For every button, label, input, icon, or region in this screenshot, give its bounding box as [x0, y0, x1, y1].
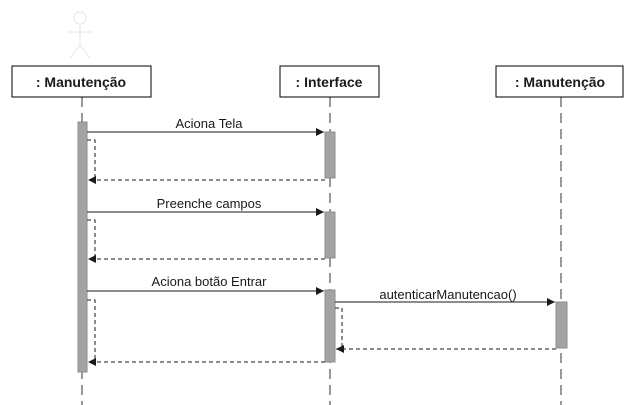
activation-bar-interface-3 [324, 289, 336, 363]
self-return-4 [335, 307, 343, 348]
participant-label: : Manutenção [515, 74, 605, 90]
activation-bar-manutencao-1 [77, 121, 88, 373]
message-label: Aciona Tela [176, 116, 244, 131]
participant-label: : Interface [296, 74, 363, 90]
participant-manutencao-1[interactable]: : Manutenção [11, 65, 152, 98]
message-label: autenticarManutencao() [379, 287, 516, 302]
message-autenticar-manutencao[interactable]: autenticarManutencao() [335, 287, 555, 306]
message-preenche-campos[interactable]: Preenche campos [87, 196, 324, 216]
self-return-2 [87, 219, 96, 259]
message-aciona-botao-entrar[interactable]: Aciona botão Entrar [87, 274, 324, 295]
participant-manutencao-2[interactable]: : Manutenção [495, 65, 624, 98]
self-return-3 [87, 299, 96, 362]
self-return-1 [87, 139, 96, 180]
message-aciona-tela[interactable]: Aciona Tela [87, 116, 324, 136]
activation-bar-interface-2 [324, 211, 336, 259]
participant-interface[interactable]: : Interface [279, 65, 380, 98]
activation-bar-manutencao-2 [555, 301, 568, 349]
actor-figure-icon [68, 11, 92, 59]
activation-bar-interface-1 [324, 131, 336, 179]
message-label: Preenche campos [157, 196, 262, 211]
message-label: Aciona botão Entrar [152, 274, 268, 289]
participant-label: : Manutenção [36, 74, 126, 90]
